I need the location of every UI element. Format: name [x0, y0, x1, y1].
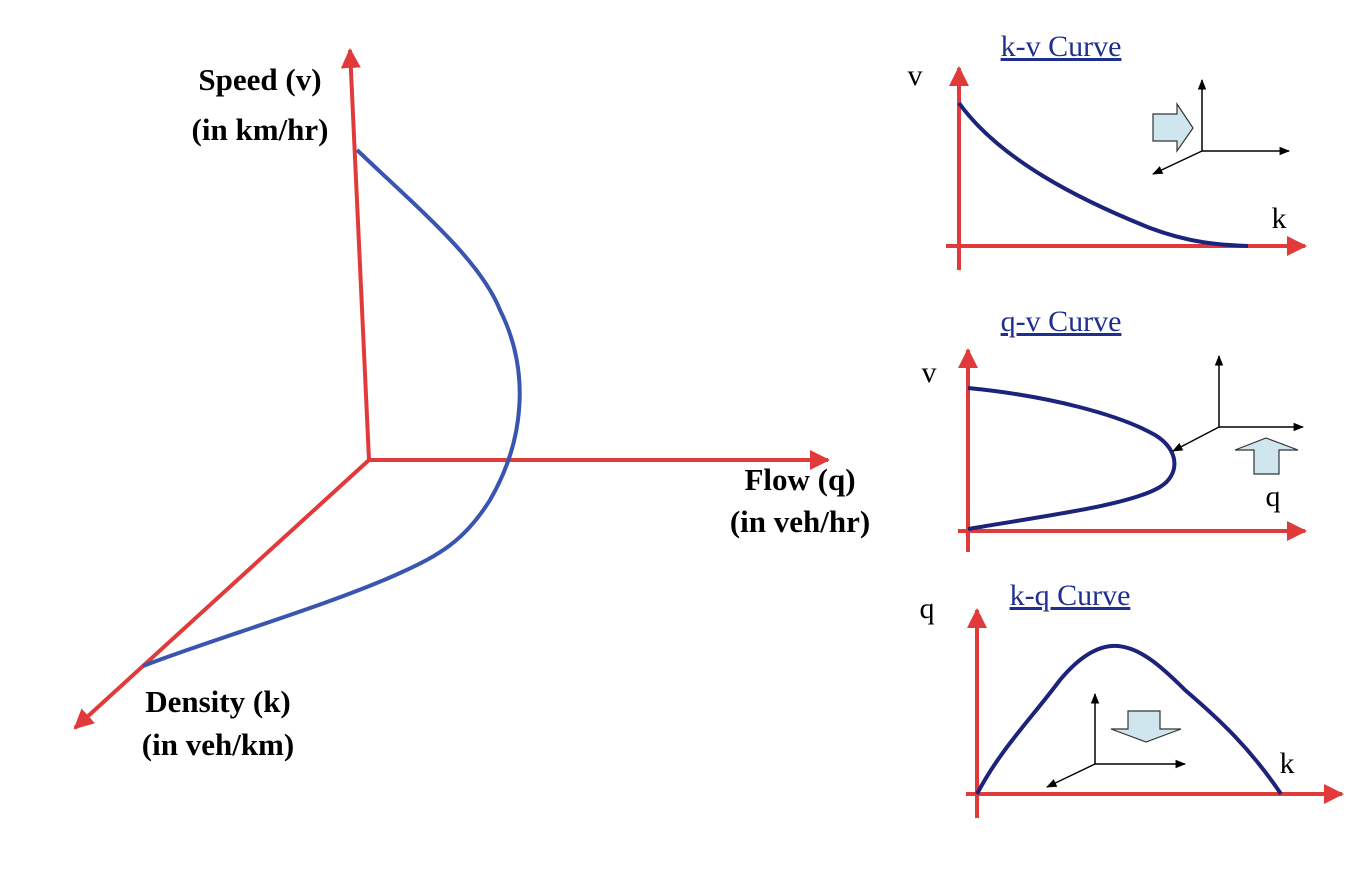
kq-y-label: q — [920, 592, 935, 625]
kq-x-label: k — [1280, 747, 1295, 780]
up-arrow-icon — [1234, 437, 1299, 475]
main-3d-diagram: Speed (v) (in km/hr) Flow (q) (in veh/hr… — [73, 48, 870, 762]
flow-axis-label: Flow (q) — [744, 462, 855, 497]
kq-panel-title: k-q Curve — [1010, 579, 1131, 612]
speed-axis-label: Speed (v) — [198, 62, 321, 97]
flow-axis-unit: (in veh/hr) — [730, 504, 870, 539]
kv-curve-panel: k-v Curve v k — [908, 30, 1307, 270]
kq-curve — [975, 643, 1283, 796]
fundamental-curve-3d — [142, 148, 522, 668]
down-arrow-icon — [1110, 710, 1182, 743]
kq-curve-panel: k-q Curve q k — [920, 579, 1344, 818]
qv-x-label: q — [1266, 480, 1281, 513]
kv-curve — [957, 101, 1249, 248]
qv-y-label: v — [922, 356, 937, 389]
kv-panel-title: k-v Curve — [1001, 30, 1122, 63]
speed-axis — [340, 48, 371, 461]
qv-curve — [967, 386, 1177, 531]
density-axis-label: Density (k) — [145, 684, 291, 719]
qv-mini-axes — [1172, 354, 1305, 452]
density-axis-unit: (in veh/km) — [142, 727, 294, 762]
qv-panel-title: q-v Curve — [1001, 305, 1122, 338]
kq-mini-axes — [1046, 692, 1187, 788]
qv-curve-panel: q-v Curve v q — [922, 305, 1307, 552]
kv-x-label: k — [1272, 202, 1287, 235]
kv-y-label: v — [908, 59, 923, 92]
density-axis — [73, 458, 371, 730]
speed-axis-unit: (in km/hr) — [192, 112, 329, 147]
right-arrow-icon — [1152, 102, 1194, 153]
kv-mini-axes — [1152, 78, 1291, 175]
